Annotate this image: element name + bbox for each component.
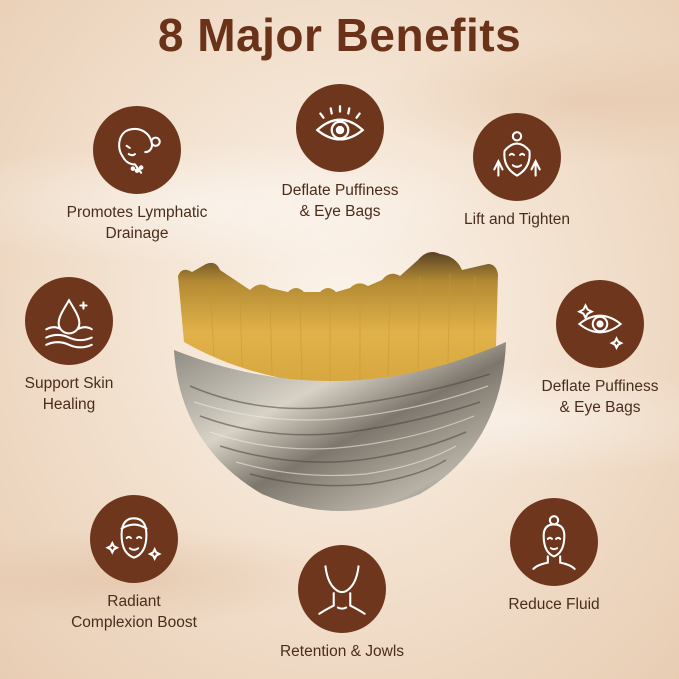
benefit-retention-jowls: Retention & Jowls <box>242 545 442 662</box>
benefit-label: Reduce Fluid <box>508 596 600 613</box>
benefit-label: Support Skin Healing <box>24 375 114 413</box>
page-title: 8 Major Benefits <box>157 9 522 61</box>
face-bun-icon <box>510 498 598 586</box>
benefit-label: Lift and Tighten <box>464 211 570 228</box>
lymphatic-face-icon <box>93 106 181 194</box>
benefit-lift-tighten: Lift and Tighten <box>417 113 617 230</box>
benefit-label: Deflate Puffiness & Eye Bags <box>281 182 399 220</box>
radiant-face-icon <box>90 495 178 583</box>
benefit-skin-healing: Support Skin Healing <box>0 277 169 415</box>
benefit-label: Radiant Complexion Boost <box>71 593 197 631</box>
benefit-label: Retention & Jowls <box>279 643 405 660</box>
eye-icon <box>296 84 384 172</box>
benefit-lymphatic-drainage: Promotes Lymphatic Drainage <box>37 106 237 244</box>
eye-sparkle-icon <box>556 280 644 368</box>
benefit-label: Deflate Puffiness & Eye Bags <box>541 378 659 416</box>
brush-product-image <box>170 246 510 516</box>
benefit-radiant-complexion: Radiant Complexion Boost <box>34 495 234 633</box>
benefit-label: Promotes Lymphatic Drainage <box>66 204 208 242</box>
skin-drop-icon <box>25 277 113 365</box>
benefit-deflate-puffiness-right: Deflate Puffiness & Eye Bags <box>500 280 679 418</box>
benefit-reduce-fluid: Reduce Fluid <box>454 498 654 615</box>
face-lift-icon <box>473 113 561 201</box>
neck-jaw-icon <box>298 545 386 633</box>
benefit-deflate-puffiness-top: Deflate Puffiness & Eye Bags <box>240 84 440 222</box>
